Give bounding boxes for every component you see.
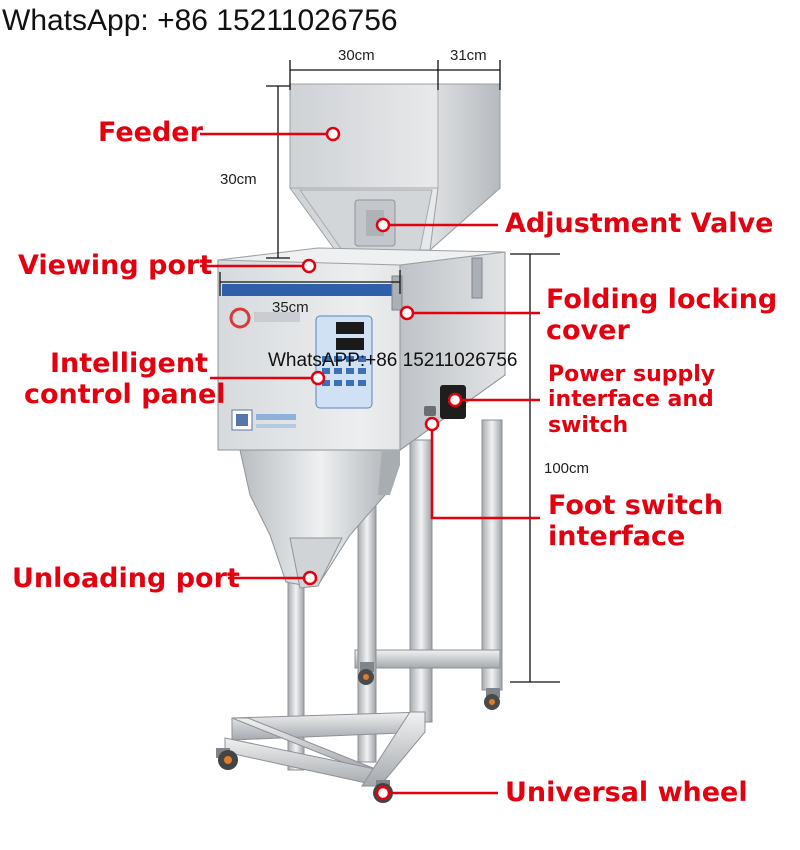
- label-foot-switch-line2: interface: [548, 521, 686, 553]
- label-power-supply-line2: interface and: [548, 387, 714, 413]
- label-viewing-port: Viewing port: [18, 250, 213, 281]
- label-unloading-port: Unloading port: [12, 563, 240, 594]
- label-folding-cover-line1: Folding locking: [546, 284, 778, 315]
- dimension-lines: [219, 60, 560, 683]
- dim-hopper-height: 30cm: [220, 171, 257, 188]
- label-control-panel: Intelligent control panel: [24, 348, 226, 411]
- label-control-panel-line2: control panel: [24, 379, 226, 411]
- callout-lines: [200, 132, 540, 795]
- dim-hopper-width: 30cm: [338, 47, 375, 64]
- whatsapp-watermark-top: WhatsApp: +86 15211026756: [2, 4, 398, 37]
- label-power-supply: Power supply interface and switch: [548, 362, 715, 438]
- frame: [224, 419, 503, 787]
- whatsapp-watermark-mid: WhatsAPP:+86 15211026756: [268, 350, 518, 371]
- dim-total-height: 100cm: [544, 460, 590, 477]
- main-body: [217, 247, 506, 451]
- label-folding-cover: Folding locking cover: [546, 284, 777, 346]
- label-power-supply-line3: switch: [548, 412, 629, 438]
- label-folding-cover-line2: cover: [546, 315, 630, 347]
- label-universal-wheel: Universal wheel: [505, 777, 748, 808]
- label-control-panel-line1: Intelligent: [49, 348, 208, 379]
- label-adjustment-valve: Adjustment Valve: [505, 208, 774, 239]
- label-foot-switch-line1: Foot switch: [548, 490, 724, 521]
- dim-body-width: 35cm: [272, 299, 309, 316]
- callout-dots: [301, 126, 463, 801]
- label-foot-switch: Foot switch interface: [548, 490, 723, 552]
- dim-hopper-depth: 31cm: [450, 47, 487, 64]
- hopper: [289, 83, 501, 252]
- label-power-supply-line1: Power supply: [548, 362, 716, 387]
- label-feeder: Feeder: [98, 117, 203, 148]
